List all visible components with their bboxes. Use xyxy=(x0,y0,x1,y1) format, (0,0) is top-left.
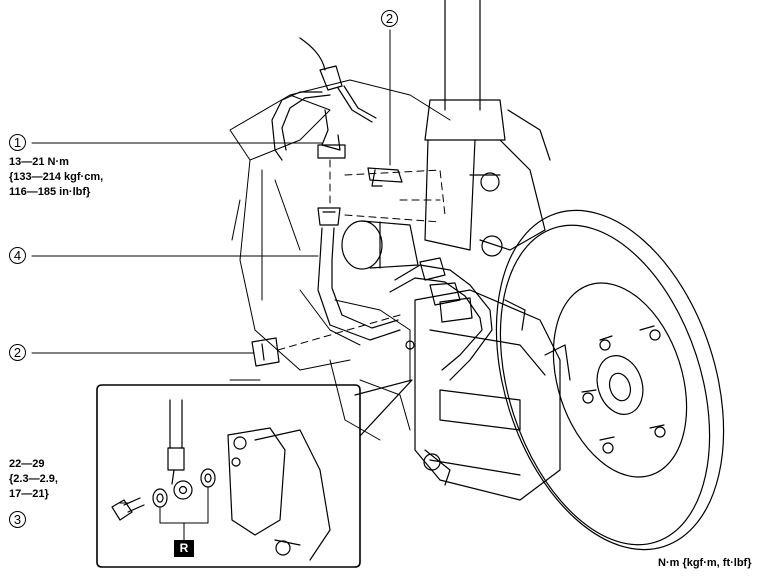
callout-3: 3 xyxy=(9,511,26,528)
knuckle-background xyxy=(229,79,451,441)
clip-top xyxy=(367,167,403,187)
torque-spec-3-line1: 22—29 xyxy=(9,458,45,470)
torque-spec-1: 13—21 N·m {133—214 kgf·cm, 116—185 in·lb… xyxy=(9,155,103,200)
brake-caliper xyxy=(405,289,571,501)
callout-4: 4 xyxy=(9,247,26,264)
torque-spec-1-line3: 116—185 in·lbf} xyxy=(9,186,91,198)
brake-hose xyxy=(317,207,493,381)
torque-spec-3: 22—29 {2.3—2.9, 17—21} xyxy=(9,457,58,502)
leader-lines xyxy=(31,29,391,504)
brake-disc xyxy=(495,209,725,551)
torque-spec-3-line3: 17—21} xyxy=(9,488,49,500)
torque-spec-1-line2: {133—214 kgf·cm, xyxy=(9,171,104,183)
brake-pipe xyxy=(271,37,377,161)
detail-inset xyxy=(96,379,413,568)
callout-1: 1 xyxy=(9,134,26,151)
torque-spec-3-line2: {2.3—2.9, xyxy=(9,473,58,485)
callout-2-left: 2 xyxy=(9,344,26,361)
assembly-dashed-lines xyxy=(277,159,446,351)
clip-bottom xyxy=(251,337,280,367)
callout-2-top: 2 xyxy=(381,10,398,27)
hose-bracket-boss xyxy=(341,220,419,270)
torque-spec-1-line1: 13—21 N·m xyxy=(9,156,69,168)
replace-part-badge: R xyxy=(174,540,194,557)
strut xyxy=(424,0,551,257)
unit-note: N·m {kgf·m, ft·lbf} xyxy=(658,557,752,569)
